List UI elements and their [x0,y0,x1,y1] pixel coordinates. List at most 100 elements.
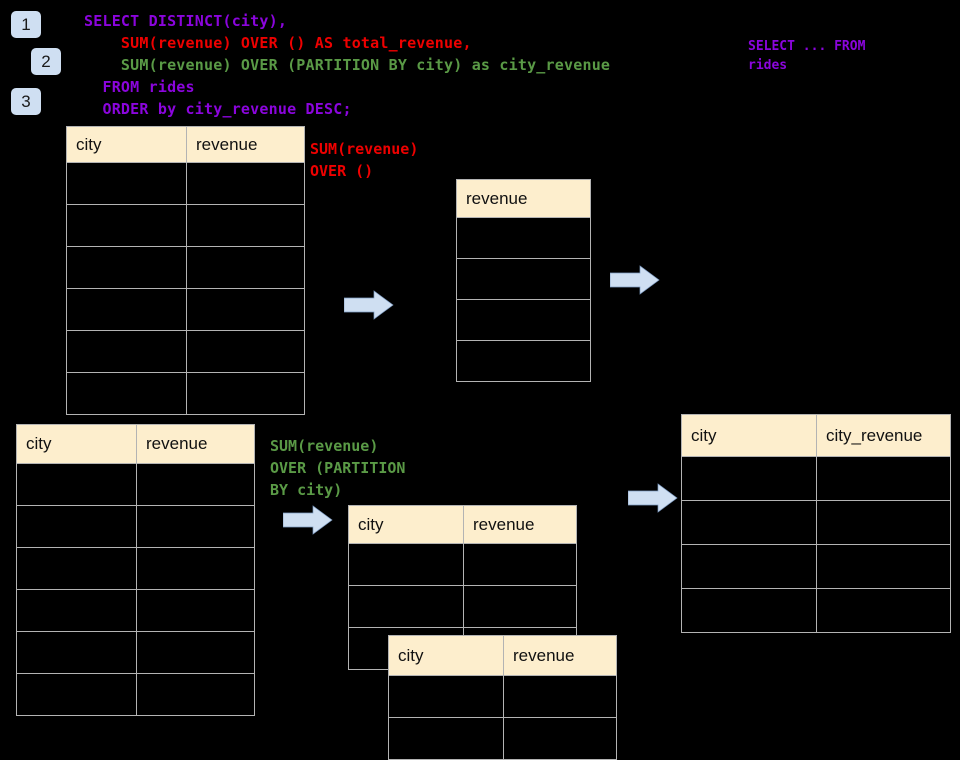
table-cell [66,330,187,373]
table-row [16,631,255,674]
column-header-revenue: revenue [456,179,591,218]
table-cell [186,288,305,331]
table-cell [681,588,817,633]
table-cell [186,372,305,415]
table-row [388,675,617,718]
step-badge-1: 1 [11,11,41,38]
diagram-canvas: 1 2 3 SELECT DISTINCT(city), SUM(revenue… [11,10,951,760]
sql-line-sum-over-partition: SUM(revenue) OVER (PARTITION BY city) as… [84,56,611,74]
table-row [66,372,305,415]
table-row [456,340,591,382]
table-row [16,505,255,548]
table-row [456,258,591,300]
table-cell [388,675,504,718]
table-row [681,500,951,545]
table-row [681,456,951,501]
table-cell [348,585,464,628]
table-cell [16,505,137,548]
table-cell [186,246,305,289]
table-row [66,162,305,205]
table-cell [186,204,305,247]
table-partition-group-front: city revenue [388,635,617,760]
sql-line-from: FROM rides [84,78,195,96]
table-header-row: revenue [456,179,591,218]
table-cell [136,463,255,506]
table-cell [16,673,137,716]
table-cell [816,544,951,589]
table-cell [186,330,305,373]
table-cell [136,547,255,590]
arrow-right-icon [609,265,660,300]
table-cell [136,631,255,674]
column-header-revenue: revenue [186,126,305,163]
table-row [16,547,255,590]
sql-line-order-by: ORDER by city_revenue DESC; [84,100,352,118]
column-header-city: city [388,635,504,676]
sql-line-sum-over-empty: SUM(revenue) OVER () AS total_revenue, [84,34,472,52]
table-cell [186,162,305,205]
column-header-city: city [348,505,464,544]
table-cell [456,340,591,382]
table-row [456,299,591,341]
sql-query-block: SELECT DISTINCT(city), SUM(revenue) OVER… [84,10,610,120]
table-row [66,330,305,373]
table-cell [66,162,187,205]
column-header-revenue: revenue [463,505,577,544]
table-cell [463,585,577,628]
table-cell [816,500,951,545]
table-row [66,204,305,247]
annotation-sum-over-partition: SUM(revenue) OVER (PARTITION BY city) [270,437,406,499]
table-cell [16,589,137,632]
step-badge-3: 3 [11,88,41,115]
annotation-select-from-rides: SELECT ... FROM rides [748,39,866,73]
table-cell [66,372,187,415]
arrow-right-icon [282,505,333,540]
table-header-row: city revenue [348,505,577,544]
table-cell [66,288,187,331]
arrow-right-icon [627,483,678,518]
table-row [16,463,255,506]
annotation-sum-over-empty: SUM(revenue) OVER () [310,140,419,180]
table-header-row: city revenue [66,126,305,163]
table-row [66,246,305,289]
table-row [348,543,577,586]
table-total-revenue: revenue [456,179,591,382]
table-cell [681,544,817,589]
table-cell [66,204,187,247]
table-cell [503,675,617,718]
table-cell [16,631,137,674]
column-header-city-revenue: city_revenue [816,414,951,457]
table-row [16,589,255,632]
table-header-row: city city_revenue [681,414,951,457]
table-cell [136,589,255,632]
table-cell [816,588,951,633]
table-result: city city_revenue [681,414,951,633]
table-cell [136,505,255,548]
table-row [66,288,305,331]
table-header-row: city revenue [388,635,617,676]
table-rides-top: city revenue [66,126,305,415]
table-header-row: city revenue [16,424,255,464]
table-cell [456,217,591,259]
table-row [681,588,951,633]
table-row [456,217,591,259]
column-header-revenue: revenue [136,424,255,464]
table-row [388,717,617,760]
table-cell [136,673,255,716]
column-header-city: city [681,414,817,457]
column-header-city: city [16,424,137,464]
table-row [16,673,255,716]
table-cell [463,543,577,586]
sql-line-select: SELECT DISTINCT(city), [84,12,288,30]
step-badge-2: 2 [31,48,61,75]
column-header-revenue: revenue [503,635,617,676]
table-cell [66,246,187,289]
table-cell [681,500,817,545]
column-header-city: city [66,126,187,163]
table-cell [388,717,504,760]
table-cell [16,547,137,590]
table-row [681,544,951,589]
table-cell [456,258,591,300]
table-cell [456,299,591,341]
table-rides-bottom: city revenue [16,424,255,716]
